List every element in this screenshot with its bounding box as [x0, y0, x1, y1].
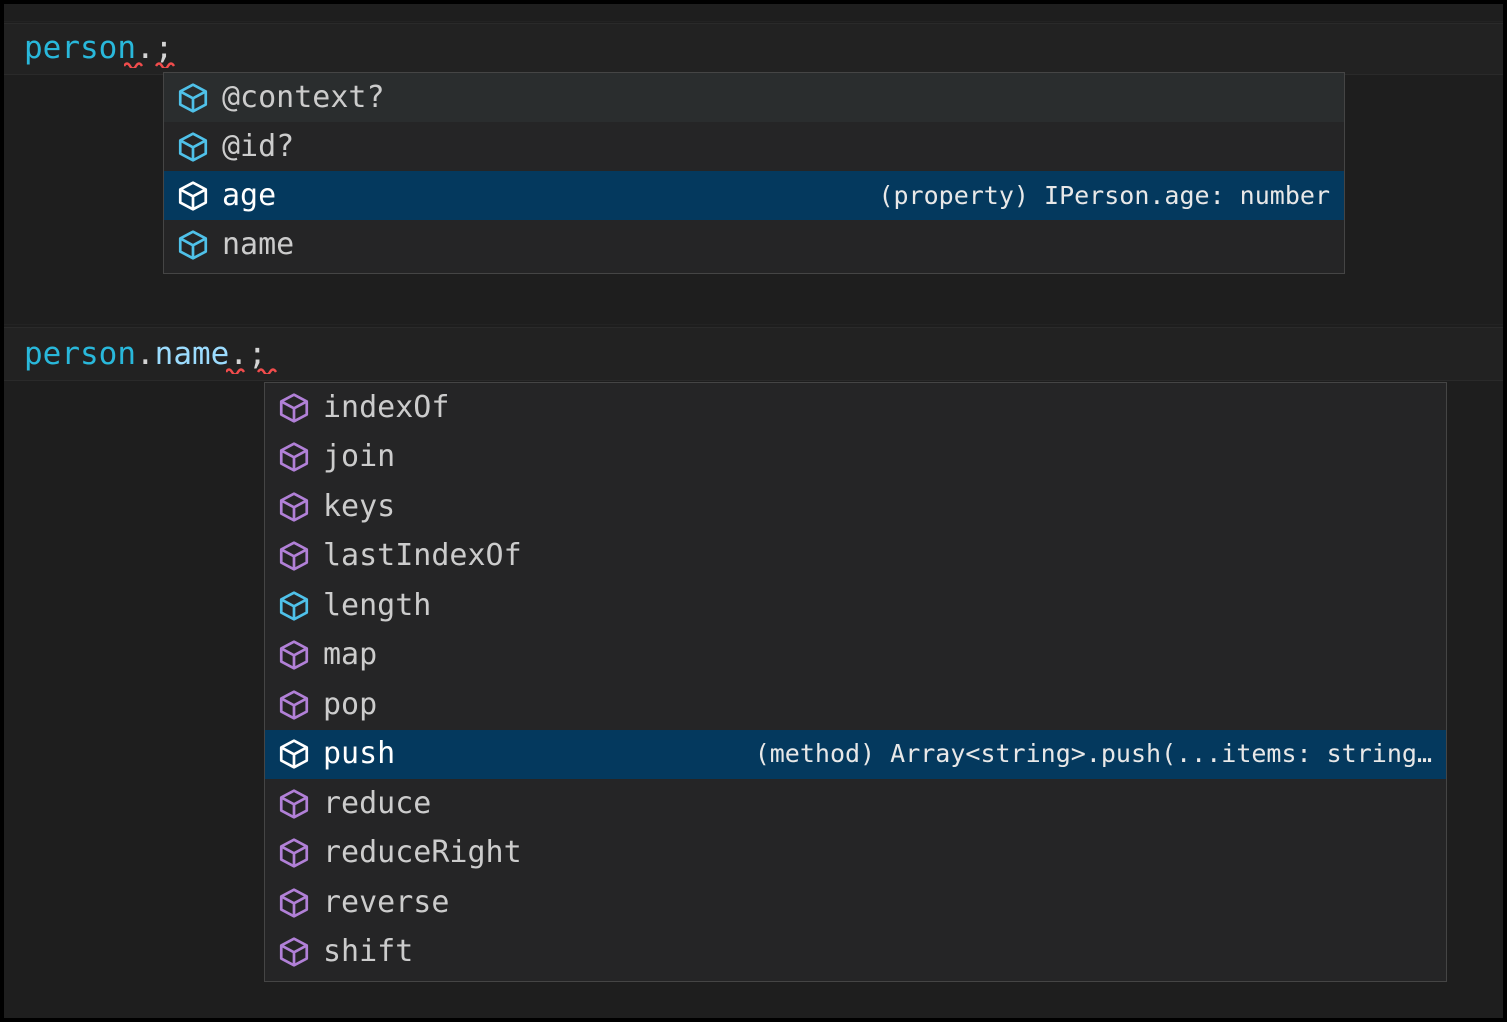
suggest-item-indexof[interactable]: indexOf: [265, 383, 1446, 433]
suggest-item-length[interactable]: length: [265, 581, 1446, 631]
method-cube-icon: [277, 539, 311, 573]
suggest-item-age[interactable]: age (property) IPerson.age: number: [164, 171, 1344, 220]
suggest-item-detail: (property) IPerson.age: number: [878, 180, 1330, 210]
property-cube-icon: [176, 228, 210, 262]
suggest-item-keys[interactable]: keys: [265, 482, 1446, 532]
suggest-item-reduceright[interactable]: reduceRight: [265, 828, 1446, 878]
suggest-item-label: join: [323, 439, 396, 475]
code-token-punctuation: .: [135, 336, 155, 372]
code-token-variable: person: [24, 30, 136, 66]
suggest-item-label: reverse: [323, 884, 450, 920]
suggest-item-label: age: [222, 177, 277, 213]
method-cube-icon: [277, 935, 311, 969]
suggest-item-label: name: [222, 226, 295, 262]
suggest-item-lastindexof[interactable]: lastIndexOf: [265, 531, 1446, 581]
suggest-item-id[interactable]: @id?: [164, 122, 1344, 171]
error-squiggle-line-1: [124, 61, 190, 68]
method-cube-icon: [277, 688, 311, 722]
suggest-item-reverse[interactable]: reverse: [265, 878, 1446, 928]
suggest-widget-person[interactable]: @context? @id? age (property) IPerson.: [163, 72, 1345, 274]
method-cube-icon: [277, 391, 311, 425]
suggest-item-reduce[interactable]: reduce: [265, 779, 1446, 829]
error-squiggle-line-2: [226, 367, 292, 374]
code-line-person[interactable]: person.;: [24, 28, 173, 68]
suggest-item-join[interactable]: join: [265, 432, 1446, 482]
editor-surface: person.; @context?: [4, 4, 1503, 1018]
suggest-item-label: @id?: [222, 128, 295, 164]
line-divider-middle: [4, 324, 1503, 325]
code-token-property: name: [154, 336, 230, 372]
suggest-item-label: map: [323, 637, 378, 673]
code-line-person-name[interactable]: person.name.;: [24, 334, 267, 374]
suggest-item-push[interactable]: push (method) Array<string>.push(...item…: [265, 729, 1446, 779]
current-line-highlight-2: [4, 327, 1503, 381]
method-cube-icon: [277, 440, 311, 474]
method-cube-icon: [277, 787, 311, 821]
suggest-widget-name[interactable]: indexOf join keys: [264, 382, 1447, 982]
suggest-item-label: reduceRight: [323, 835, 522, 871]
code-token-punctuation: .: [135, 30, 155, 66]
method-cube-icon: [277, 737, 311, 771]
code-token-punctuation: ;: [154, 30, 174, 66]
current-line-highlight-1: [4, 23, 1503, 75]
suggest-item-label: reduce: [323, 785, 432, 821]
suggest-item-label: push: [323, 736, 396, 772]
property-cube-icon: [277, 589, 311, 623]
property-cube-icon: [176, 81, 210, 115]
property-cube-icon: [176, 130, 210, 164]
property-cube-icon: [176, 179, 210, 213]
method-cube-icon: [277, 836, 311, 870]
suggest-item-label: lastIndexOf: [323, 538, 522, 574]
suggest-item-label: keys: [323, 488, 396, 524]
suggest-item-label: indexOf: [323, 389, 450, 425]
code-token-variable: person: [24, 336, 136, 372]
suggest-item-map[interactable]: map: [265, 630, 1446, 680]
suggest-item-pop[interactable]: pop: [265, 680, 1446, 730]
suggest-item-shift[interactable]: shift: [265, 927, 1446, 977]
method-cube-icon: [277, 490, 311, 524]
suggest-item-label: @context?: [222, 79, 385, 115]
suggest-item-name[interactable]: name: [164, 220, 1344, 269]
method-cube-icon: [277, 638, 311, 672]
suggest-item-label: shift: [323, 934, 414, 970]
suggest-item-context[interactable]: @context?: [164, 73, 1344, 122]
line-divider-top: [4, 21, 1503, 22]
code-token-punctuation: .: [229, 336, 248, 372]
suggest-item-label: pop: [323, 686, 378, 722]
code-token-punctuation: ;: [247, 336, 267, 372]
suggest-item-detail: (method) Array<string>.push(...items: st…: [754, 739, 1432, 769]
method-cube-icon: [277, 886, 311, 920]
suggest-item-label: length: [323, 587, 432, 623]
